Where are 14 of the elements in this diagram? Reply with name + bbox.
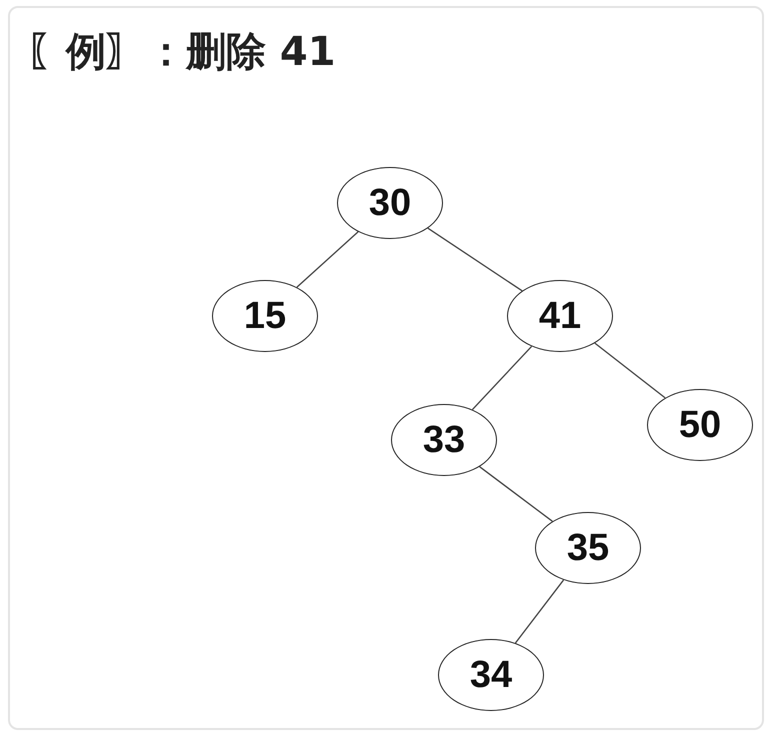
tree-edge <box>514 580 564 644</box>
tree-edge <box>472 346 532 410</box>
tree-edge <box>479 466 553 522</box>
tree-edge <box>296 231 359 288</box>
node-value: 15 <box>244 294 286 338</box>
title: 〖例〗：删除 41 <box>26 28 336 77</box>
node-value: 33 <box>422 418 466 462</box>
tree-edge <box>428 228 522 292</box>
node-value: 50 <box>678 404 722 446</box>
node-value: 41 <box>538 294 582 338</box>
node-value: 30 <box>368 182 412 224</box>
node-value: 35 <box>566 526 610 570</box>
node-value: 34 <box>470 654 512 696</box>
tree-edge <box>594 342 666 398</box>
